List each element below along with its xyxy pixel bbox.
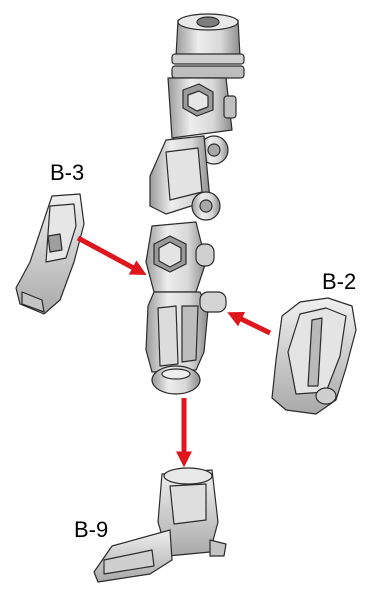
leg-frame-assembly [146,14,244,394]
part-b3 [16,194,84,314]
shin-frame [146,292,226,372]
ankle-ball [152,366,200,394]
part-b9 [94,468,226,582]
part-b2 [272,298,356,414]
label-b2: B-2 [322,269,356,294]
arrow-b2-to-shin [233,315,270,333]
arrow-b3-to-knee [78,238,141,272]
knee-joint [146,222,214,292]
label-b3: B-3 [50,160,84,185]
hip-socket [172,14,244,78]
label-b9: B-9 [74,517,108,542]
